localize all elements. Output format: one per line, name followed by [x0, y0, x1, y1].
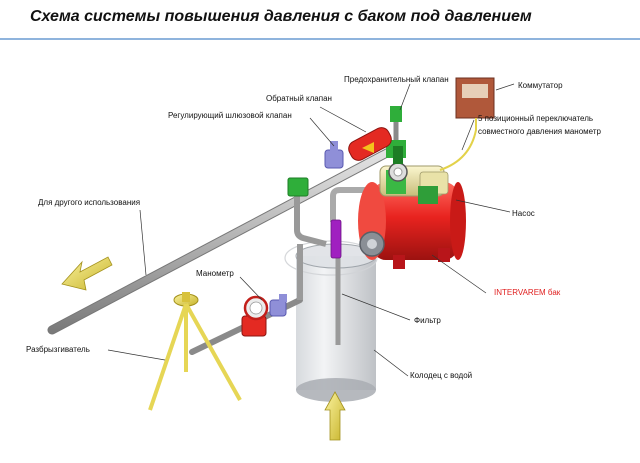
label-pump: Насос [512, 209, 535, 218]
label-relief-valve: Предохранительный клапан [344, 75, 449, 84]
label-commutator: Коммутатор [518, 81, 563, 90]
label-well: Колодец с водой [410, 371, 472, 380]
leader-lines [107, 83, 515, 377]
label-tank: INTERVAREM бак [494, 288, 561, 297]
label-filter: Фильтр [414, 316, 441, 325]
sprinkler-tripod [148, 292, 242, 411]
filter [330, 219, 342, 259]
outflow-arrow [61, 256, 113, 291]
pump [379, 162, 449, 204]
regulating-valve [324, 141, 344, 169]
title-divider [0, 38, 640, 40]
relief-valve [386, 106, 406, 164]
inflow-arrow [324, 391, 346, 441]
commutator-box [439, 77, 495, 171]
label-switch-line2: совместного давления манометр [478, 127, 602, 136]
label-sprinkler: Разбрызгиватель [26, 345, 90, 354]
pressure-gauge-assembly [241, 294, 287, 337]
check-valve [348, 127, 392, 161]
green-tee-fitting [287, 177, 309, 197]
label-switch-line1: 5 позиционный переключатель [478, 114, 593, 123]
label-other-use: Для другого использования [38, 198, 140, 207]
label-check-valve: Обратный клапан [266, 94, 332, 103]
label-regulating-valve: Регулирующий шлюзовой клапан [168, 111, 292, 120]
label-gauge: Манометр [196, 269, 234, 278]
page-title: Схема системы повышения давления с баком… [30, 8, 532, 25]
